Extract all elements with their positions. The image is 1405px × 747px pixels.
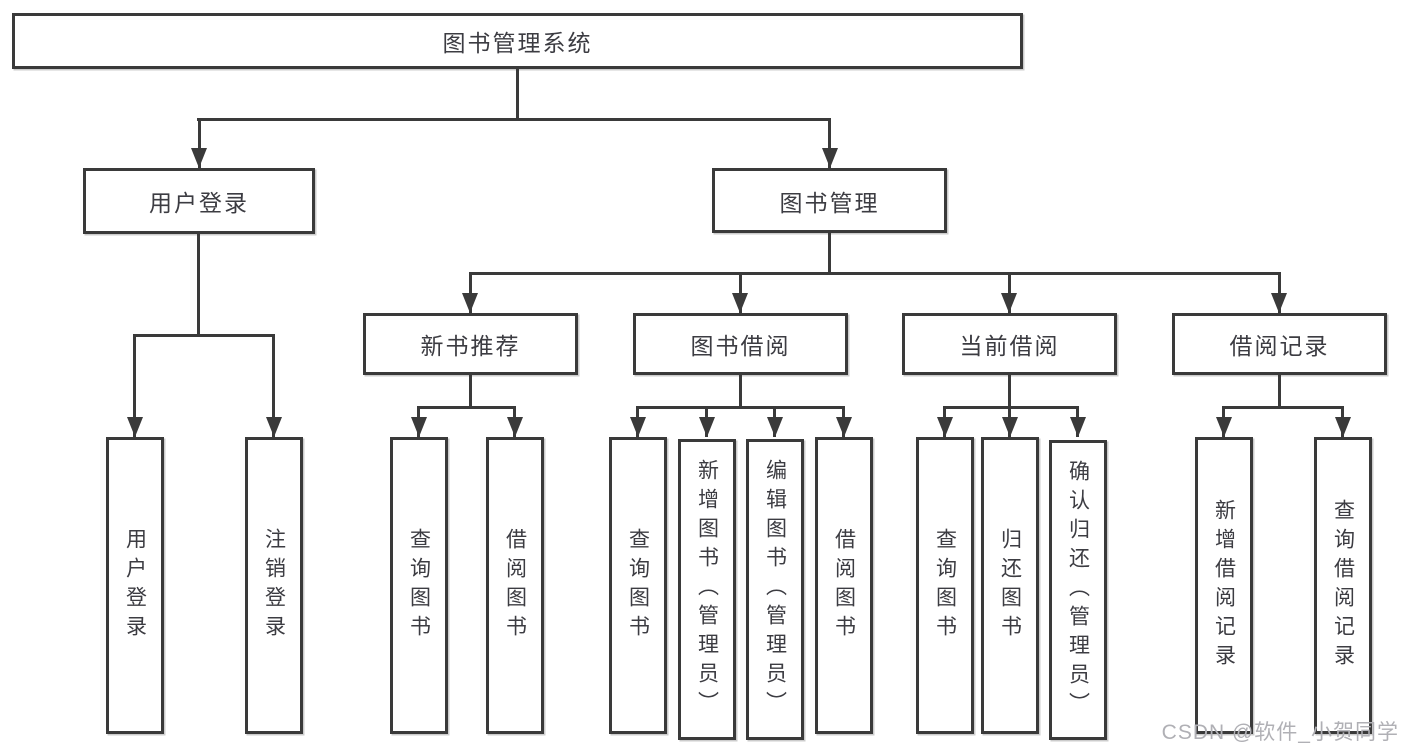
connector-line [739, 272, 742, 313]
leaf-query-books-recommend: 查询图书 [390, 437, 448, 734]
leaf-add-books-admin: 新增图书（管理员） [678, 439, 736, 740]
connector-line [828, 233, 831, 275]
connector-line [133, 334, 136, 437]
leaf-user-login: 用户登录 [106, 437, 164, 734]
node-label: 查询图书 [933, 527, 957, 644]
arrowhead [699, 417, 715, 437]
node-label: 新增图书（管理员） [695, 459, 719, 720]
leaf-confirm-return-admin: 确认归还（管理员） [1049, 440, 1107, 740]
node-label: 新增借阅记录 [1212, 498, 1236, 673]
arrowhead [127, 417, 143, 437]
node-label: 用户登录 [149, 190, 249, 216]
node-label: 查询借阅记录 [1331, 498, 1355, 673]
connector-line [739, 375, 742, 409]
leaf-return-books: 归还图书 [981, 437, 1039, 734]
connector-line [197, 234, 200, 337]
connector-line [1008, 375, 1011, 409]
arrowhead [1216, 417, 1232, 437]
node-label: 图书借阅 [690, 333, 791, 359]
connector-line [1278, 375, 1281, 409]
arrowhead [191, 148, 207, 168]
node-label: 用户登录 [123, 527, 147, 644]
node-label: 确认归还（管理员） [1066, 459, 1090, 721]
node-label: 查询图书 [407, 527, 431, 644]
node-label: 归还图书 [998, 527, 1022, 644]
leaf-query-borrow-record: 查询借阅记录 [1314, 437, 1372, 734]
leaf-edit-books-admin: 编辑图书（管理员） [746, 439, 804, 740]
node-user-login: 用户登录 [83, 168, 315, 234]
arrowhead [1070, 417, 1086, 437]
connector-line [943, 406, 1079, 409]
arrowhead [266, 417, 282, 437]
node-label: 借阅图书 [503, 527, 527, 644]
node-label: 图书管理 [779, 189, 880, 216]
leaf-borrow-books-2: 借阅图书 [815, 437, 873, 734]
arrowhead [767, 417, 783, 437]
leaf-query-books-current: 查询图书 [916, 437, 974, 734]
connector-line [133, 334, 275, 337]
node-label: 借阅图书 [832, 527, 856, 644]
leaf-add-borrow-record: 新增借阅记录 [1195, 437, 1253, 734]
connector-line [1008, 272, 1011, 313]
connector-line [469, 272, 1281, 275]
node-label: 当前借阅 [959, 333, 1060, 359]
node-book-borrowing: 图书借阅 [633, 313, 848, 375]
connector-line [636, 406, 845, 409]
node-book-management: 图书管理 [712, 168, 947, 233]
node-current-borrowing: 当前借阅 [902, 313, 1117, 375]
arrowhead [822, 148, 838, 168]
connector-line [469, 272, 472, 313]
connector-line [1278, 272, 1281, 313]
arrowhead [507, 417, 523, 437]
connector-line [828, 118, 831, 168]
node-label: 图书管理系统 [442, 30, 593, 56]
connector-line [198, 118, 201, 168]
node-label: 注销登录 [262, 527, 286, 644]
arrowhead [1001, 293, 1017, 313]
node-label: 借阅记录 [1229, 333, 1330, 359]
leaf-borrow-books-recommend: 借阅图书 [486, 437, 544, 734]
node-label: 查询图书 [626, 527, 650, 644]
node-new-book-recommendation: 新书推荐 [363, 313, 578, 375]
arrowhead [836, 417, 852, 437]
node-label: 新书推荐 [420, 333, 521, 359]
arrowhead [732, 293, 748, 313]
node-label: 编辑图书（管理员） [763, 459, 787, 720]
leaf-logout-login: 注销登录 [245, 437, 303, 734]
node-library-management-system: 图书管理系统 [12, 13, 1023, 69]
node-borrowing-records: 借阅记录 [1172, 313, 1387, 375]
connector-line [417, 406, 516, 409]
arrowhead [1002, 417, 1018, 437]
arrowhead [462, 293, 478, 313]
leaf-query-books-borrowing: 查询图书 [609, 437, 667, 734]
watermark: CSDN @软件_小贺同学 [1161, 721, 1399, 744]
connector-line [469, 375, 472, 409]
arrowhead [1335, 417, 1351, 437]
arrowhead [937, 417, 953, 437]
arrowhead [411, 417, 427, 437]
connector-line [1222, 406, 1344, 409]
connector-line [516, 69, 519, 121]
connector-line [272, 334, 275, 437]
arrowhead [630, 417, 646, 437]
connector-line [197, 118, 831, 121]
arrowhead [1271, 293, 1287, 313]
